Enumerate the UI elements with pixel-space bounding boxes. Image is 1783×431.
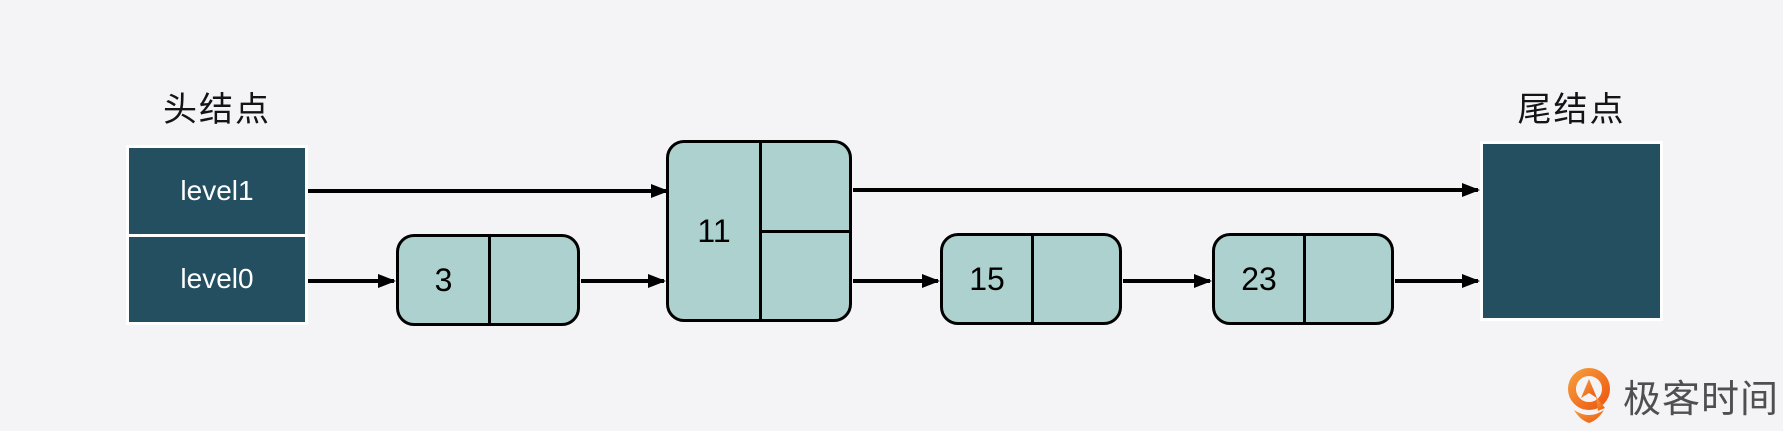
node-value: 11	[697, 212, 731, 249]
cell-divider	[759, 143, 762, 319]
list-node-15: 15	[940, 233, 1122, 325]
cell-divider	[1031, 236, 1034, 322]
node-value: 23	[1241, 260, 1277, 297]
head-level1-cell: level1	[129, 148, 305, 234]
node-pointer-cell-level1	[762, 143, 849, 230]
geektime-logo-text: 极客时间	[1623, 378, 1780, 421]
node-value: 3	[434, 261, 453, 298]
head-level0-cell: level0	[129, 237, 305, 323]
cell-divider	[488, 237, 491, 323]
cell-divider	[762, 229, 849, 233]
head-cell-divider	[129, 233, 305, 237]
list-node-3: 3	[396, 234, 580, 326]
head-level1-label: level1	[180, 174, 254, 206]
node-pointer-cell	[1306, 236, 1391, 322]
node-pointer-cell-level0	[762, 233, 849, 320]
list-node-11: 11	[666, 140, 852, 322]
head-level0-label: level0	[180, 263, 254, 295]
geektime-logo-icon	[1568, 368, 1610, 423]
head-node: level1 level0	[126, 145, 308, 325]
head-node-label: 头结点	[163, 91, 271, 129]
geektime-logo: 极客时间	[1563, 366, 1779, 424]
list-node-23: 23	[1212, 233, 1394, 325]
tail-node	[1480, 141, 1663, 321]
node-value: 15	[969, 260, 1005, 297]
node-pointer-cell	[1034, 236, 1119, 322]
node-pointer-column	[762, 143, 849, 319]
node-pointer-cell	[491, 237, 577, 323]
tail-node-label: 尾结点	[1517, 91, 1626, 129]
cell-divider	[1303, 236, 1306, 322]
